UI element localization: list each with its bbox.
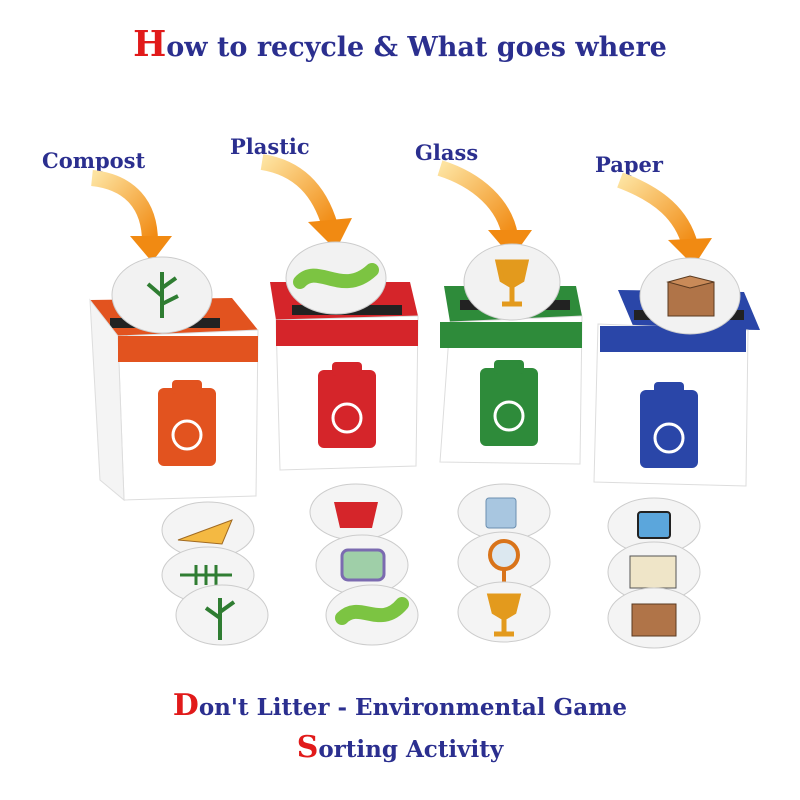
title-text: ow to recycle & What goes where [166, 32, 667, 63]
tokens-compost [161, 501, 269, 646]
glass-top-token [463, 243, 561, 321]
page-title: How to recycle & What goes where [0, 24, 800, 65]
bin-text-plastic: PLASTIC [327, 452, 366, 462]
arrow-plastic [260, 154, 352, 250]
footer2-text: orting Activity [318, 736, 504, 763]
label-paper: Paper [595, 152, 663, 177]
bin-text-compost: COMPOST [164, 472, 210, 482]
tokens-paper [607, 497, 701, 649]
title-initial: H [133, 24, 167, 65]
label-plastic: Plastic [230, 134, 310, 159]
plastic-top-token [285, 241, 387, 315]
arrow-compost [90, 170, 172, 262]
compost-top-token [111, 256, 213, 334]
paper-top-token [639, 257, 741, 335]
footer-line-1: Don't Litter - Environmental Game [0, 688, 800, 723]
footer1-initial: D [172, 688, 199, 723]
footer2-initial: S [296, 730, 319, 765]
footer1-text: on't Litter - Environmental Game [198, 694, 628, 721]
bin-text-glass: GLASS [494, 450, 524, 460]
bin-text-paper: PAPER [654, 472, 684, 482]
label-compost: Compost [42, 148, 146, 173]
label-glass: Glass [415, 140, 479, 165]
tokens-plastic [309, 483, 419, 646]
footer-line-2: Sorting Activity [0, 730, 800, 765]
arrow-paper [617, 172, 712, 266]
tokens-glass [457, 483, 551, 643]
